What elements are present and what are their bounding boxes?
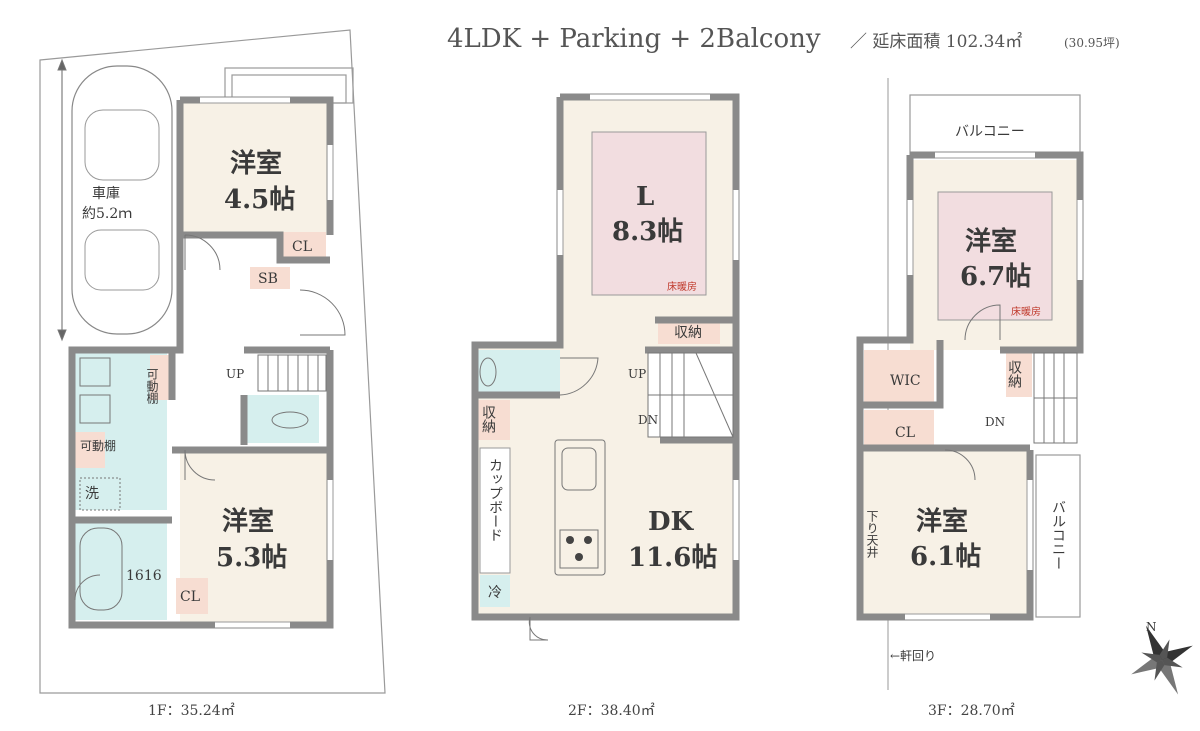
room-2f-l-name: L <box>636 182 654 212</box>
label-3f-balcony-side: バルコニー <box>1050 500 1066 570</box>
label-3f-balcony-top: バルコニー <box>955 124 1025 140</box>
label-1f-bath: 1616 <box>126 568 162 584</box>
lot-outline <box>39 29 386 694</box>
floor-2f-label: 2F：38.40㎡ <box>568 703 655 719</box>
label-2f-cupboard: カップボード <box>487 458 503 542</box>
floor-1f-label: 1F：35.24㎡ <box>148 703 235 719</box>
label-1f-up: UP <box>226 367 244 381</box>
floor-3f-label: 3F：28.70㎡ <box>928 703 1015 719</box>
room-1f-a-name: 洋室 <box>230 148 282 179</box>
garage-label: 車庫 <box>92 185 120 202</box>
floor-2f: L 8.3帖 床暖房 DK 11.6帖 収納 UP DN 収納 カップボード 冷… <box>471 93 740 719</box>
room-1f-b-size: 5.3帖 <box>216 543 287 573</box>
label-1f-sb: SB <box>258 271 278 287</box>
label-1f-cl-top: CL <box>292 239 312 255</box>
room-3f-b-name: 洋室 <box>916 506 968 537</box>
label-3f-lowered-ceiling: 下り天井 <box>865 510 879 559</box>
label-3f-floor-heating: 床暖房 <box>1011 305 1041 318</box>
floor-1f: 車庫 約5.2ｍ <box>39 29 386 719</box>
label-3f-dn: DN <box>985 415 1005 429</box>
label-1f-shelf-2: 可動棚 <box>80 438 116 453</box>
label-1f-wash: 洗 <box>85 486 99 502</box>
label-3f-eaves: ←軒回り <box>890 649 936 663</box>
plan-title: 4LDK + Parking + 2Balcony <box>447 24 821 54</box>
label-3f-wic: WIC <box>890 373 921 389</box>
label-2f-dn: DN <box>638 413 658 427</box>
garage-length: 約5.2ｍ <box>82 206 132 222</box>
compass-north-label: N <box>1146 620 1157 634</box>
label-3f-storage: 収納 <box>1006 360 1022 389</box>
total-area-tsubo: (30.95坪) <box>1064 36 1120 50</box>
label-3f-cl: CL <box>895 425 915 441</box>
total-area: ／ 延床面積 102.34㎡ <box>850 32 1022 52</box>
room-3f-a-size: 6.7帖 <box>960 262 1031 292</box>
label-2f-fridge: 冷 <box>488 585 502 601</box>
label-2f-storage-2: 収納 <box>480 405 496 434</box>
label-2f-up: UP <box>628 367 646 381</box>
room-3f-a-name: 洋室 <box>965 226 1017 257</box>
label-2f-floor-heating: 床暖房 <box>667 280 697 293</box>
room-2f-dk-size: 11.6帖 <box>628 543 717 573</box>
label-1f-cl-bottom: CL <box>180 589 200 605</box>
label-1f-shelf-1: 可動棚 <box>145 368 159 405</box>
room-3f-b-size: 6.1帖 <box>910 542 981 572</box>
room-2f-l-size: 8.3帖 <box>612 217 683 247</box>
room-2f-dk-name: DK <box>648 507 695 537</box>
compass-icon <box>1131 625 1193 695</box>
label-2f-storage-1: 収納 <box>674 325 702 341</box>
room-1f-a-size: 4.5帖 <box>224 185 295 215</box>
room-1f-b-name: 洋室 <box>222 506 274 537</box>
floor-3f: バルコニー 洋室 6.7帖 床暖房 WIC 収納 CL DN 下り天井 洋室 6… <box>856 78 1084 719</box>
